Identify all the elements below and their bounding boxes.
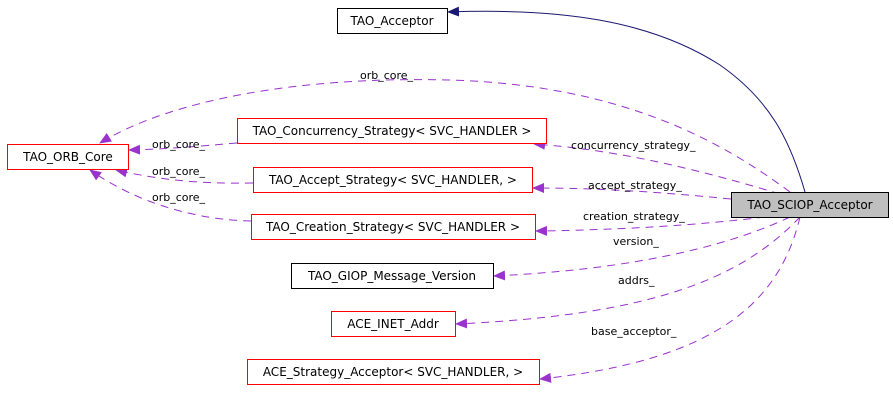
edge-addrs <box>455 216 801 329</box>
node-label: TAO_SCIOP_Acceptor <box>746 198 872 212</box>
edge-orb-core-from-creation <box>89 169 252 222</box>
edge-base-acceptor <box>539 216 801 383</box>
node-label: TAO_Acceptor <box>349 14 433 28</box>
edge-orb-core-from-accept <box>115 167 254 184</box>
edge-orb-core-from-sciop <box>99 79 791 193</box>
node-label: TAO_Accept_Strategy< SVC_HANDLER, > <box>268 173 517 187</box>
node-label: ACE_Strategy_Acceptor< SVC_HANDLER, > <box>263 365 523 379</box>
edge-version <box>493 216 791 281</box>
edge-label-version: version_ <box>613 235 659 248</box>
edge-label-accept-strategy: accept_strategy_ <box>588 179 682 192</box>
node-label: TAO_GIOP_Message_Version <box>307 269 476 283</box>
edge-label-addrs: addrs_ <box>618 274 655 287</box>
edge-inheritance-tao-acceptor <box>447 6 806 193</box>
node-ace-strategy-acceptor[interactable]: ACE_Strategy_Acceptor< SVC_HANDLER, > <box>247 359 540 385</box>
node-label: TAO_ORB_Core <box>22 150 113 164</box>
node-tao-sciop-acceptor[interactable]: TAO_SCIOP_Acceptor <box>731 192 889 218</box>
node-tao-creation-strategy[interactable]: TAO_Creation_Strategy< SVC_HANDLER > <box>251 214 536 240</box>
node-tao-giop-message-version[interactable]: TAO_GIOP_Message_Version <box>291 263 494 289</box>
edge-accept-strategy <box>532 183 732 200</box>
node-tao-acceptor[interactable]: TAO_Acceptor <box>337 8 448 34</box>
node-label: TAO_Concurrency_Strategy< SVC_HANDLER > <box>252 124 532 138</box>
edge-creation-strategy <box>535 216 766 236</box>
node-ace-inet-addr[interactable]: ACE_INET_Addr <box>331 311 456 337</box>
node-label: ACE_INET_Addr <box>347 317 439 331</box>
edge-label-base-acceptor: base_acceptor_ <box>591 325 677 338</box>
node-label: TAO_Creation_Strategy< SVC_HANDLER > <box>265 220 520 234</box>
node-tao-concurrency-strategy[interactable]: TAO_Concurrency_Strategy< SVC_HANDLER > <box>237 118 547 144</box>
edge-label-creation-strategy: creation_strategy_ <box>583 210 685 223</box>
edge-concurrency-strategy <box>533 139 781 195</box>
node-tao-accept-strategy[interactable]: TAO_Accept_Strategy< SVC_HANDLER, > <box>253 167 533 193</box>
edge-label-orb-core-accept: orb_core_ <box>152 165 206 178</box>
edge-label-concurrency-strategy: concurrency_strategy_ <box>571 139 696 152</box>
edge-label-orb-core-sciop: orb_core_ <box>360 69 414 82</box>
node-tao-orb-core[interactable]: TAO_ORB_Core <box>7 144 129 170</box>
edge-label-orb-core-concurrency: orb_core_ <box>152 138 206 151</box>
edge-label-orb-core-creation: orb_core_ <box>152 191 206 204</box>
